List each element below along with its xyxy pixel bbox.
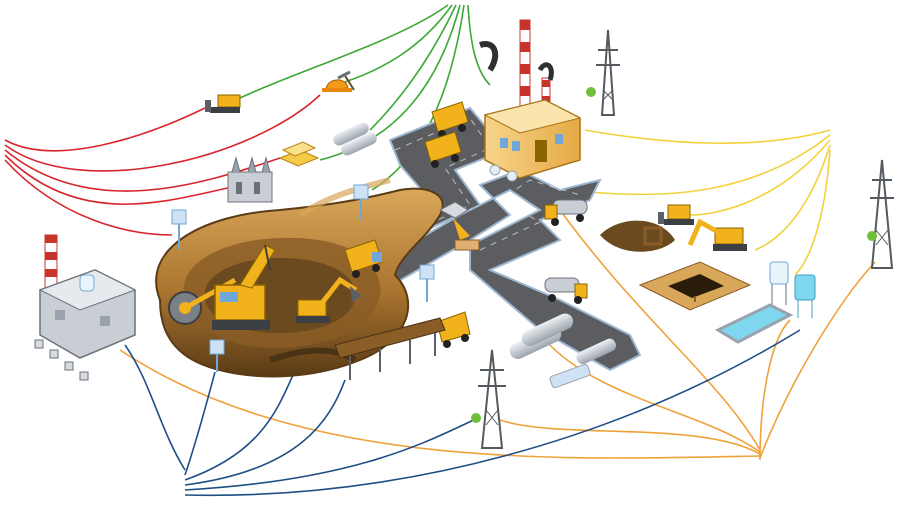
green-connection-curve [467,4,491,86]
red-connection-curve [4,107,206,152]
red-connection-curve [4,154,229,205]
orange-connection-curve [499,419,761,455]
gold-bars-icon [278,141,320,167]
conveyor-icon [334,317,446,380]
yellow-connection-curve [794,149,831,276]
orange-connection-curve [559,209,761,451]
hardhat-pickaxe-icon [322,70,355,92]
power-tower-icon [586,29,620,116]
excavator-icon [687,218,747,251]
orange-connection-curve [119,349,761,459]
mine-shaft-icon [600,220,752,311]
yellow-connection-curve [689,139,831,216]
blue-connection-curve [184,329,801,497]
info-sign-icon [171,184,435,372]
orange-connection-curve [759,319,791,461]
green-connection-curve [369,4,457,131]
processing-unit-icon [227,156,273,203]
dump-truck-icon [344,239,383,278]
green-connection-curve [344,4,453,83]
red-connection-curve [4,149,281,192]
yellow-connection-curve [589,134,831,196]
excavator-icon [296,276,362,323]
water-pool-icon [714,303,794,344]
yellow-connection-curve [754,144,831,251]
blue-connection-curve [184,371,216,476]
dump-truck-icon [424,131,462,168]
red-connection-curve [4,159,173,236]
dump-truck-icon [436,311,471,348]
connection-curves [4,4,876,497]
orange-connection-curve [759,261,876,459]
power-tower-icon [471,349,506,449]
pipes-icon [509,313,617,389]
blue-connection-curve [184,417,479,491]
bulldozer-icon [658,204,694,225]
red-connection-curve [4,94,321,172]
factory-icon [479,19,582,182]
blue-connection-curve [184,379,346,486]
water-tower-icon [769,261,816,318]
orange-connection-curve [544,339,761,453]
pipes-icon [333,122,377,156]
tanker-truck-icon [544,199,588,226]
power-plant-icon [34,234,137,381]
power-tower-icon [867,159,894,269]
bulldozer-icon [205,94,241,113]
tanker-truck-icon [544,277,588,304]
green-connection-curve [239,4,449,99]
bucket-wheel-excavator-icon [168,244,276,330]
crusher-icon [438,201,480,251]
blue-connection-curve [124,344,186,471]
yellow-connection-curve [584,129,831,144]
